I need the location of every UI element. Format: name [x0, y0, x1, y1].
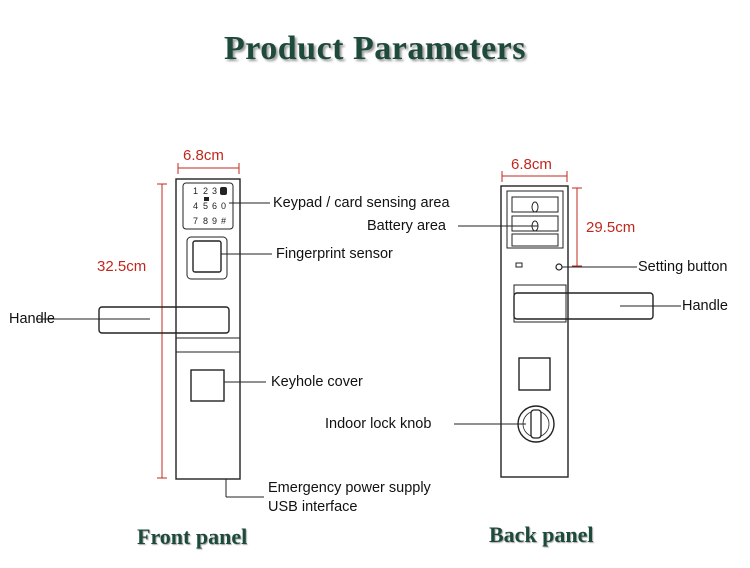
setting-button-label: Setting button: [638, 259, 728, 275]
fingerprint-label: Fingerprint sensor: [276, 246, 393, 262]
key-0: 0: [221, 201, 226, 211]
key-7: 7: [193, 216, 198, 226]
back-panel-title: Back panel: [489, 522, 594, 547]
key-5: 5: [203, 201, 208, 211]
front-handle-label: Handle: [9, 311, 55, 327]
key-2: 2: [203, 186, 208, 196]
front-height-label: 32.5cm: [97, 258, 147, 275]
back-height-label: 29.5cm: [586, 219, 636, 236]
key-9: 9: [212, 216, 217, 226]
keyhole-label: Keyhole cover: [271, 374, 363, 390]
emergency-power-label: Emergency power supply: [268, 480, 431, 496]
knob-label: Indoor lock knob: [325, 416, 432, 432]
usb-interface-label: USB interface: [268, 499, 358, 515]
key-3: 3: [212, 186, 217, 196]
page-title: Product Parameters: [224, 30, 526, 67]
key-6: 6: [212, 201, 217, 211]
front-panel-title: Front panel: [137, 524, 248, 549]
keypad-label: Keypad / card sensing area: [273, 195, 450, 211]
leader-lines: [36, 202, 681, 498]
battery-label: Battery area: [367, 218, 446, 234]
key-1: 1: [193, 186, 198, 196]
back-width-label: 6.8cm: [511, 156, 552, 173]
key-8: 8: [203, 216, 208, 226]
front-lock-drawing: 1 2 3 4 5 6 0 7 8 9 #: [98, 163, 241, 497]
back-lock-drawing: [500, 171, 654, 478]
back-handle-label: Handle: [682, 298, 728, 314]
front-width-label: 6.8cm: [183, 147, 224, 164]
key-hash: #: [221, 216, 226, 226]
key-4: 4: [193, 201, 198, 211]
